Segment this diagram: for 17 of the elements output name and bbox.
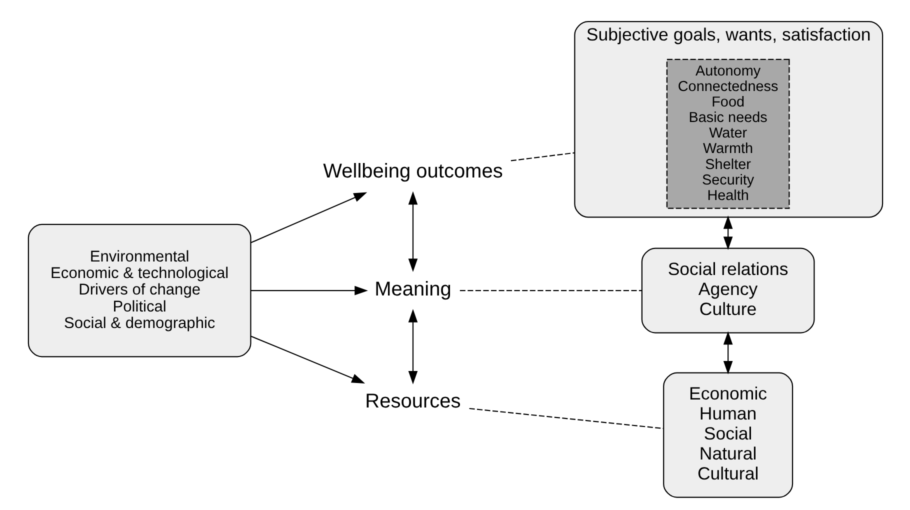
arrow	[722, 331, 732, 374]
node-box: Social relations Agency Culture	[640, 248, 814, 334]
node-box: Economic Human Social Natural Cultural	[662, 372, 793, 498]
connector	[468, 408, 663, 430]
arrow	[722, 216, 732, 250]
node-text: Resources	[364, 390, 460, 413]
arrow	[408, 191, 418, 272]
connector	[459, 290, 642, 292]
arrow	[250, 336, 365, 384]
node-box: Environmental Economic & technological Drivers of change Political Social & demographic	[27, 224, 251, 358]
arrow	[408, 309, 418, 384]
node-text: Wellbeing outcomes	[322, 160, 502, 183]
node-text: Meaning	[374, 278, 451, 300]
node-box: Autonomy Connectedness Food Basic needs Water Warmth Shelter Security Health	[666, 58, 790, 209]
arrow	[250, 192, 367, 244]
arrow	[250, 286, 368, 296]
connector	[510, 152, 574, 162]
